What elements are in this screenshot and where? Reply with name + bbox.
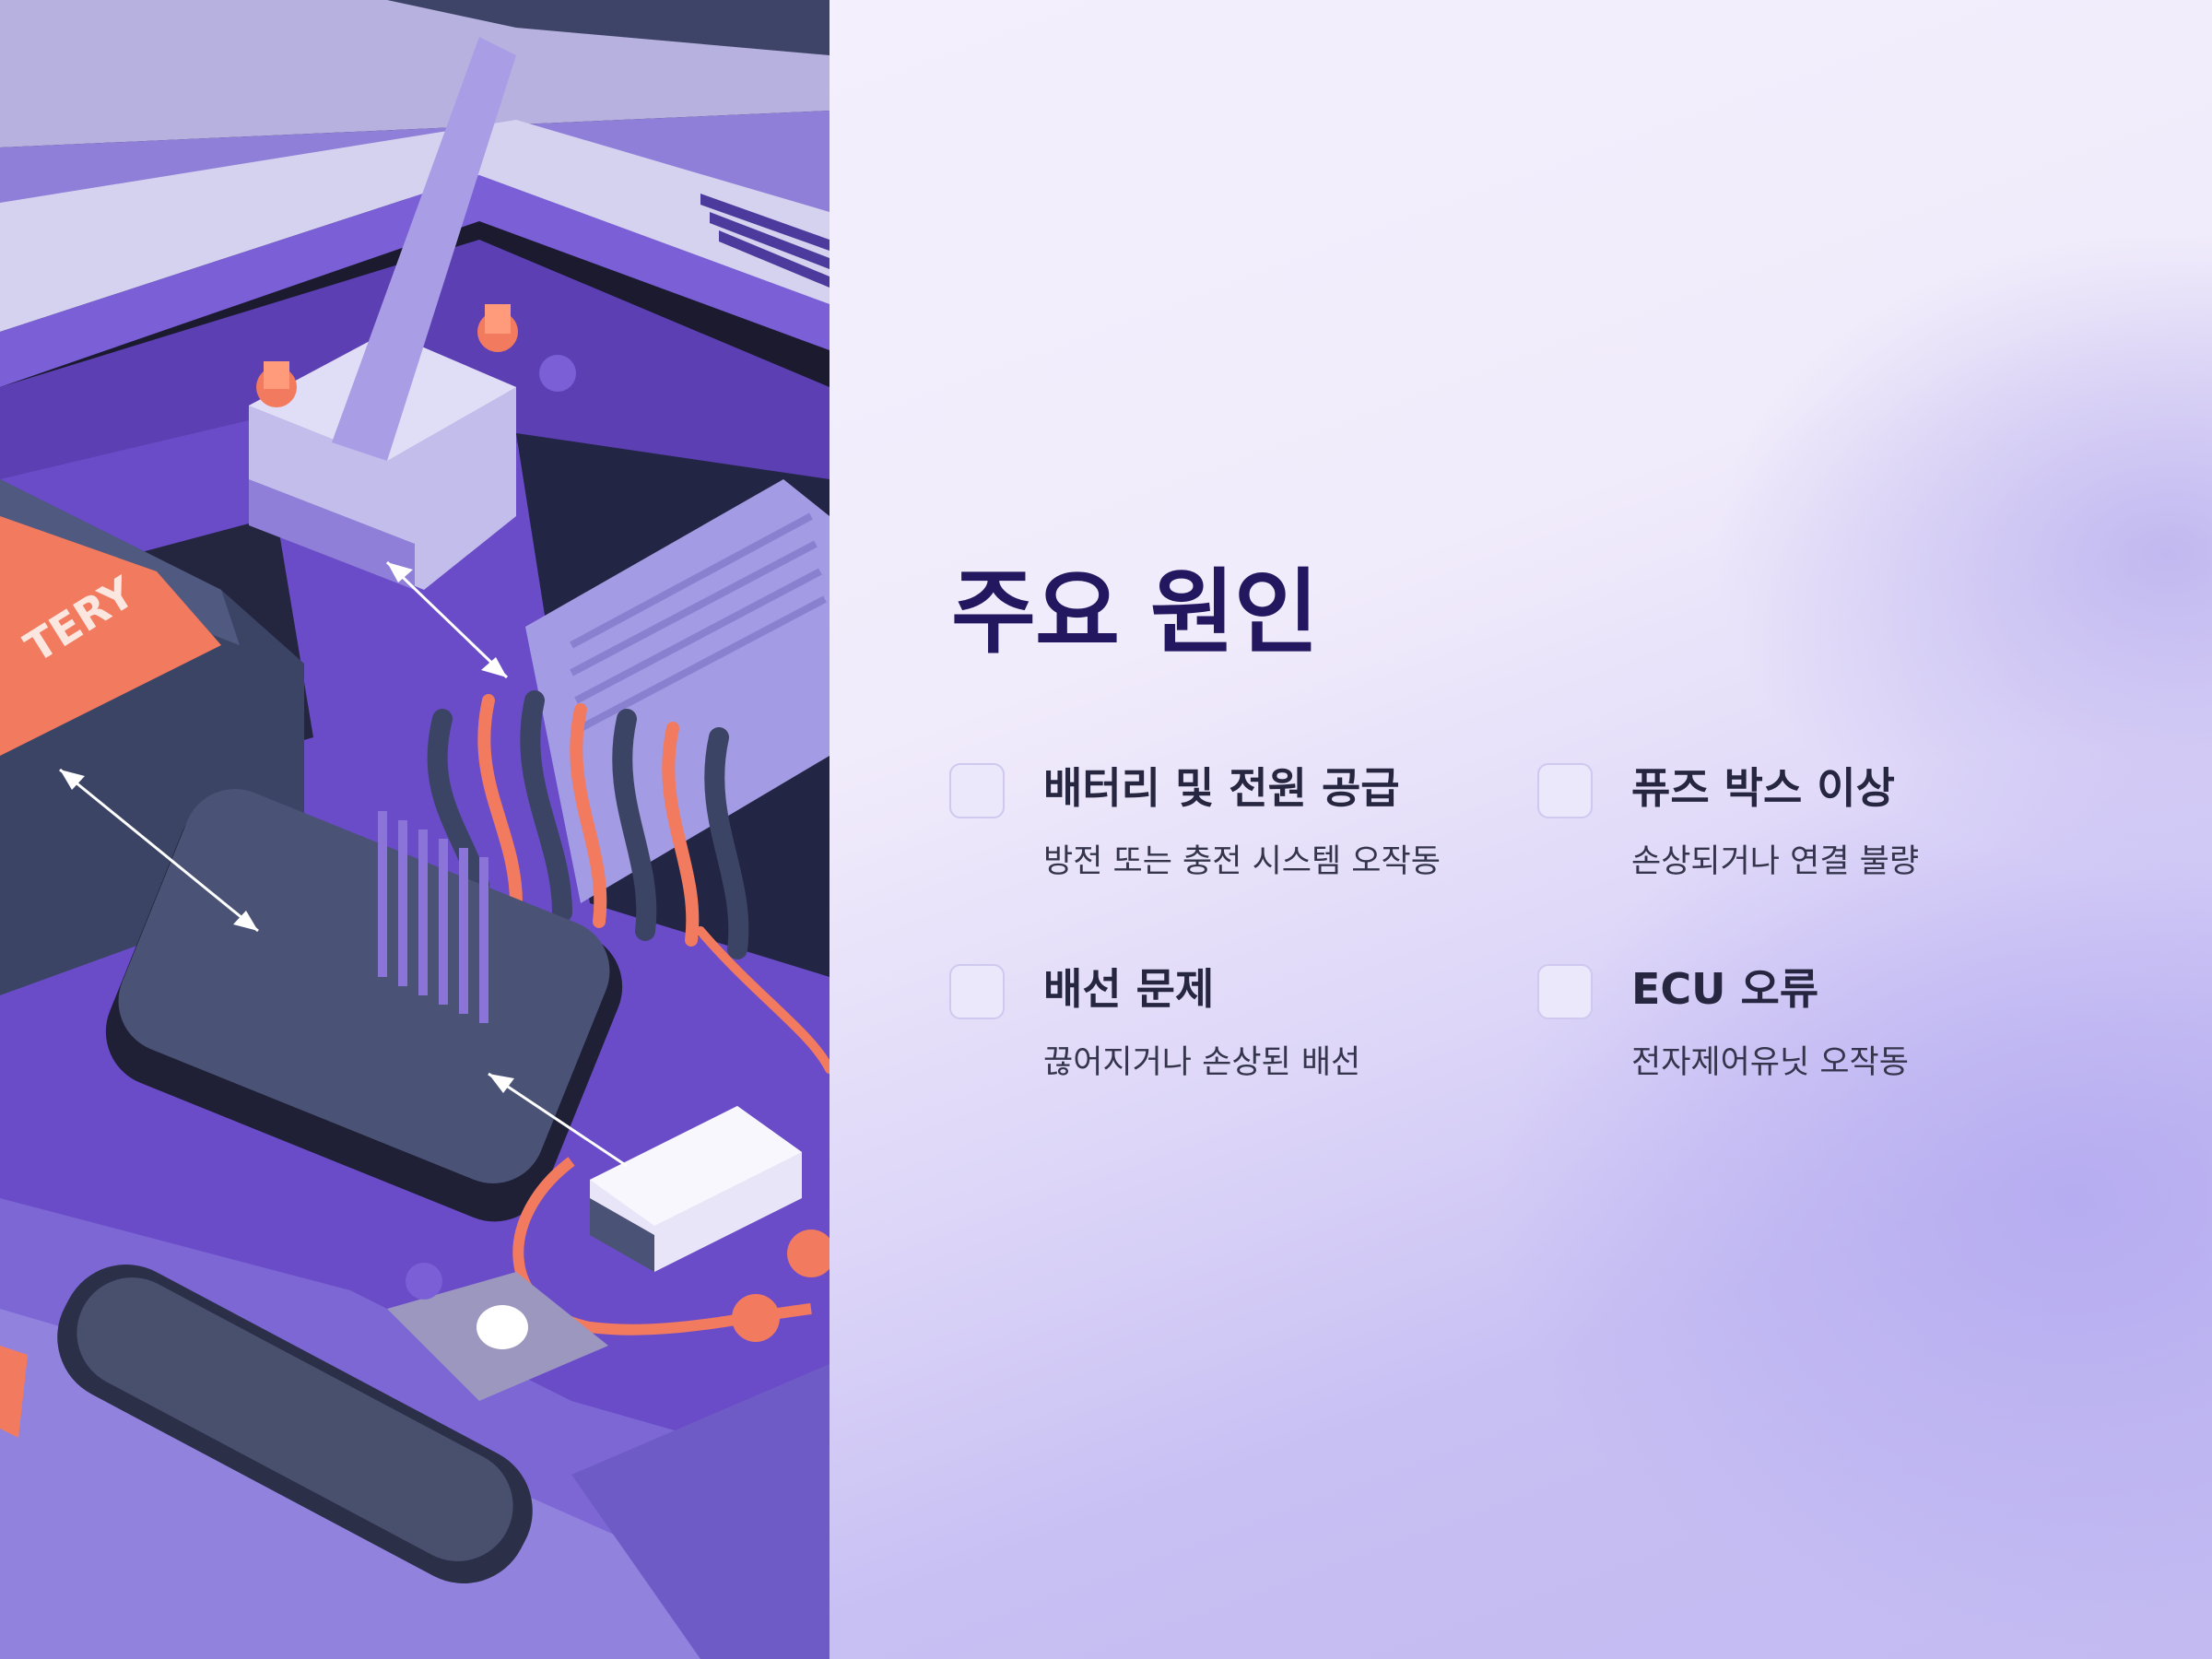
cause-description: 전자제어유닛 오작동 — [1631, 1044, 1909, 1081]
checkbox[interactable] — [949, 763, 1005, 818]
cause-title: 퓨즈 박스 이상 — [1631, 763, 1895, 813]
cause-description: 방전 또는 충전 시스템 오작동 — [1043, 843, 1441, 880]
cause-title: ECU 오류 — [1631, 964, 1819, 1014]
cause-item-fuse-box: 퓨즈 박스 이상 손상되거나 연결 불량 — [1537, 763, 2053, 901]
cause-item-battery: 배터리 및 전원 공급 방전 또는 충전 시스템 오작동 — [949, 763, 1465, 901]
checkbox[interactable] — [949, 964, 1005, 1019]
cause-description: 손상되거나 연결 불량 — [1631, 843, 1920, 880]
checkbox[interactable] — [1537, 964, 1593, 1019]
engine-illustration: TERY — [0, 0, 830, 1659]
cause-description: 끊어지거나 손상된 배선 — [1043, 1044, 1361, 1081]
cause-item-ecu: ECU 오류 전자제어유닛 오작동 — [1537, 964, 2053, 1102]
cause-item-wiring: 배선 문제 끊어지거나 손상된 배선 — [949, 964, 1465, 1102]
slide-title: 주요 원인 — [951, 559, 1319, 666]
cause-title: 배선 문제 — [1043, 964, 1215, 1014]
checkbox[interactable] — [1537, 763, 1593, 818]
cause-title: 배터리 및 전원 공급 — [1043, 763, 1400, 813]
content-panel: 주요 원인 배터리 및 전원 공급 방전 또는 충전 시스템 오작동 퓨즈 박스… — [830, 0, 2212, 1659]
